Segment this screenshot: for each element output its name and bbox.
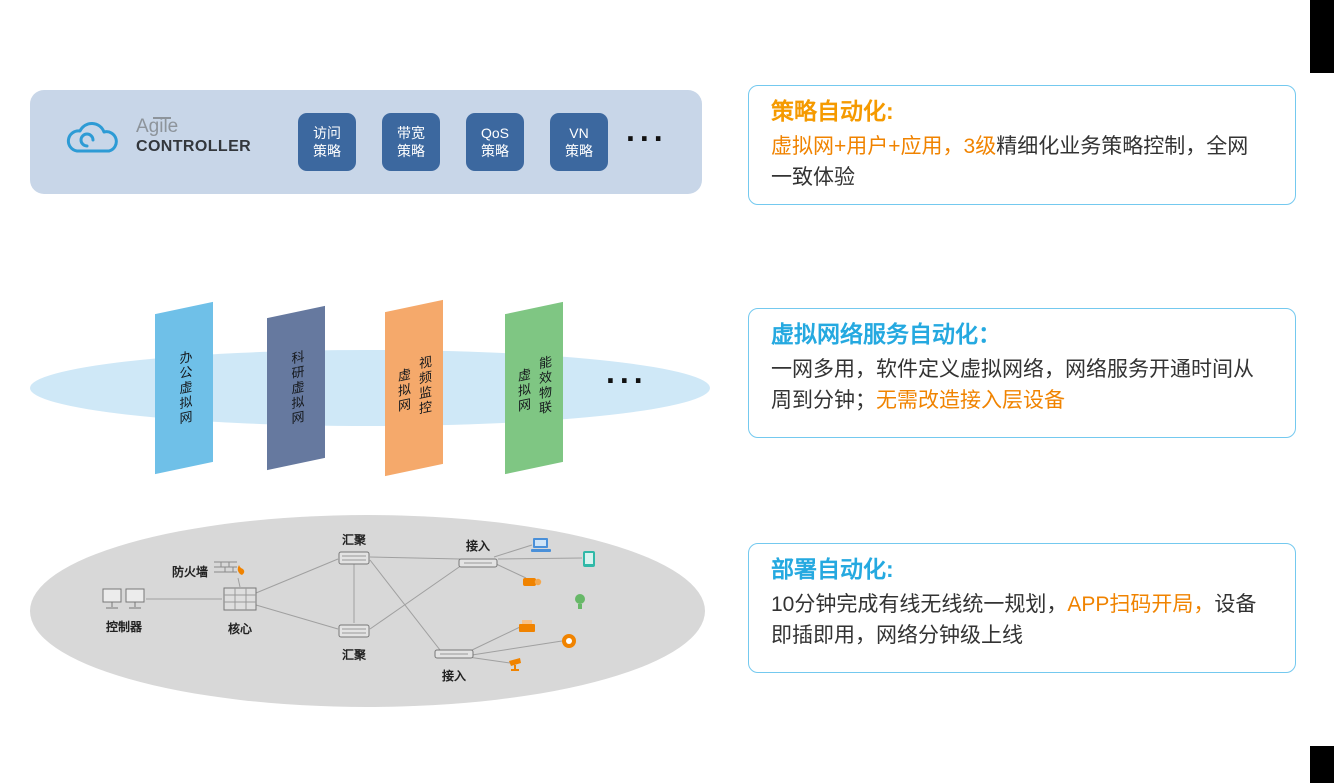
node-core-switch: 核心	[222, 585, 258, 637]
callout-segment: 一网多用，软件定义虚拟网络，网络服务开通时间从周到分钟；	[771, 357, 1254, 413]
policy-label-line1: 访问	[313, 124, 341, 141]
node-label-core: 核心	[227, 622, 252, 636]
policy-label-line2: 策略	[565, 143, 593, 159]
callout-title: 策略自动化:	[771, 98, 894, 124]
access-switch-icon	[458, 556, 498, 574]
screen-corner-bar-top	[1310, 0, 1334, 73]
bulb-icon	[574, 593, 586, 610]
aggregation-switch-icon	[338, 550, 370, 571]
policy-label-line1: VN	[569, 124, 589, 141]
callout-title: 虚拟网络服务自动化：	[771, 321, 1001, 347]
callout-segment: 虚拟网+用户+应用，3级	[771, 134, 997, 158]
brand-name: Agile	[136, 116, 179, 137]
policy-label-line1: QoS	[480, 124, 509, 141]
aggregation-switch-icon	[338, 623, 370, 644]
node-aggregation-top: 汇聚	[338, 531, 370, 571]
policy-button-access[interactable]: 访问 策略	[298, 113, 356, 171]
vn-plane-label: 能效物联	[537, 354, 552, 418]
policy-label-line2: 策略	[481, 143, 509, 159]
access-switch-icon	[434, 647, 474, 665]
brand-lockup: Agile CONTROLLER	[136, 116, 251, 157]
node-label-firewall: 防火墙	[172, 565, 209, 579]
policy-button-vn[interactable]: VN 策略	[550, 113, 608, 171]
controller-icon	[102, 587, 146, 616]
node-label-agg-bottom: 汇聚	[341, 648, 366, 662]
vn-plane-label: 办公虚拟网	[177, 348, 193, 427]
tablet-icon	[582, 550, 596, 568]
node-label-access-bottom: 接入	[441, 669, 466, 683]
vn-plane-label: 虚拟网	[516, 366, 531, 415]
callout-segment: 10分钟完成有线无线统一规划，	[771, 592, 1068, 616]
callout-segment: 无需改造接入层设备	[876, 389, 1065, 413]
callout-policy-automation: 策略自动化: 虚拟网+用户+应用，3级精细化业务策略控制，全网一致体验	[748, 85, 1296, 205]
brand-macron	[153, 117, 171, 119]
policy-button-qos[interactable]: QoS 策略	[466, 113, 524, 171]
vn-plane-research: 科研虚拟网	[267, 305, 325, 471]
brand-product: CONTROLLER	[136, 138, 252, 156]
more-policies-ellipsis: ...	[626, 112, 668, 148]
policy-label-line2: 策略	[313, 143, 341, 159]
node-firewall: 防火墙	[172, 559, 247, 584]
vn-plane-office: 办公虚拟网	[155, 301, 213, 475]
callout-title: 部署自动化:	[771, 556, 894, 582]
node-access-top: 接入	[458, 537, 498, 574]
policy-label-line2: 策略	[397, 143, 425, 159]
laptop-icon	[530, 537, 552, 553]
node-label-controller: 控制器	[105, 620, 142, 634]
ip-camera-icon	[522, 575, 542, 589]
vn-plane-label: 科研虚拟网	[289, 348, 305, 427]
policy-label-line1: 带宽	[397, 124, 425, 141]
firewall-icon	[213, 559, 247, 584]
agile-controller-panel: Agile CONTROLLER 访问 策略 带宽 策略 QoS 策略 VN 策…	[30, 90, 702, 194]
screen-corner-bar-bottom	[1310, 746, 1334, 783]
topology-links	[146, 544, 583, 664]
printer-icon	[517, 619, 537, 634]
callout-body: 10分钟完成有线无线统一规划，APP扫码开局，设备即插即用，网络分钟级上线	[771, 589, 1269, 652]
fan-icon	[561, 633, 577, 649]
callout-vn-service-automation: 虚拟网络服务自动化： 一网多用，软件定义虚拟网络，网络服务开通时间从周到分钟；无…	[748, 308, 1296, 438]
node-controller: 控制器	[102, 587, 146, 635]
callout-segment: 设备即插即用，网络分钟级上线	[771, 592, 1257, 648]
callout-body: 虚拟网+用户+应用，3级精细化业务策略控制，全网一致体验	[771, 131, 1269, 194]
callout-segment: 精细化业务策略控制，全网一致体验	[771, 134, 1249, 190]
vn-plane-energy-iot: 能效物联 虚拟网	[505, 301, 563, 475]
vn-plane-label: 虚拟网	[396, 366, 411, 415]
core-switch-icon	[222, 585, 258, 618]
node-label-agg-top: 汇聚	[341, 533, 366, 547]
node-aggregation-bottom: 汇聚	[338, 623, 370, 663]
virtual-network-ellipse	[30, 350, 710, 426]
node-access-bottom: 接入	[434, 647, 474, 684]
cctv-camera-icon	[507, 657, 525, 671]
vn-plane-video-surveillance: 视频监控 虚拟网	[385, 299, 443, 477]
policy-button-row: 访问 策略 带宽 策略 QoS 策略 VN 策略	[298, 113, 608, 171]
physical-network-ellipse: 控制器 防火墙	[30, 515, 705, 707]
agile-cloud-logo-icon	[64, 118, 122, 165]
callout-deployment-automation: 部署自动化: 10分钟完成有线无线统一规划，APP扫码开局，设备即插即用，网络分…	[748, 543, 1296, 673]
callout-segment: APP扫码开局，	[1067, 592, 1215, 616]
node-label-access-top: 接入	[465, 539, 490, 553]
policy-button-bandwidth[interactable]: 带宽 策略	[382, 113, 440, 171]
callout-body: 一网多用，软件定义虚拟网络，网络服务开通时间从周到分钟；无需改造接入层设备	[771, 354, 1269, 417]
more-vns-ellipsis: ...	[606, 354, 648, 390]
vn-plane-label: 视频监控	[417, 354, 432, 418]
